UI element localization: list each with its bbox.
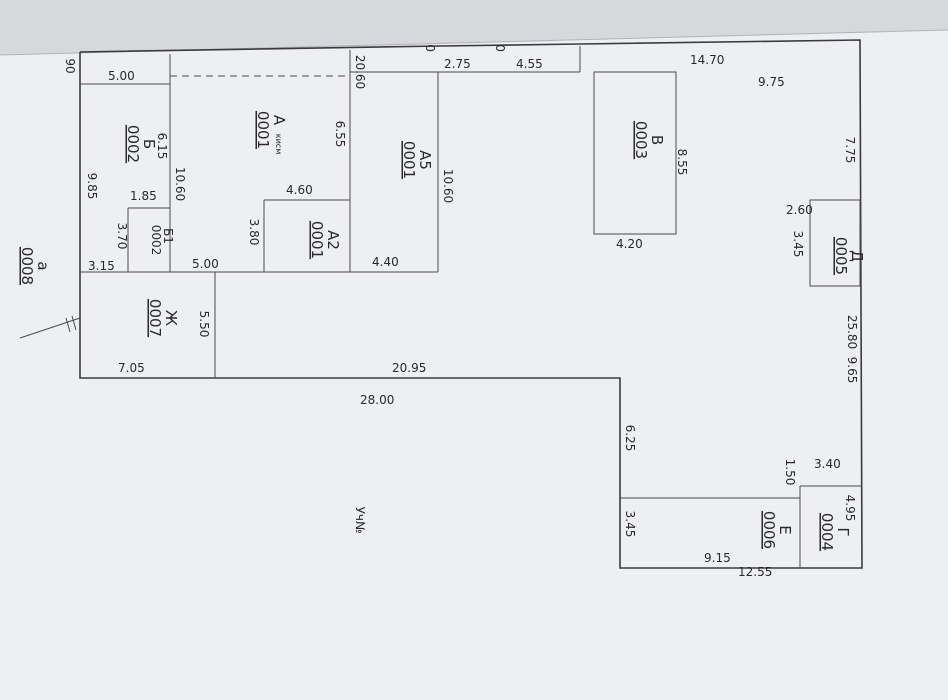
dimension-label: 28.00 — [360, 393, 394, 407]
dimension-label: 9.65 — [845, 357, 859, 384]
dimension-label: 20.60 — [353, 55, 367, 89]
dimension-label: 1.50 — [783, 459, 797, 486]
dimension-labels: 90 5.00 20.60 0 2.75 0 4.55 14.70 9.75 6… — [63, 44, 859, 579]
unit-letter: Б — [140, 139, 158, 149]
unit-b1: 0002 Б1 — [149, 225, 175, 256]
unit-g: 0004 Г — [818, 513, 852, 551]
unit-code: 0007 — [146, 299, 164, 337]
unit-code: 0004 — [818, 513, 836, 551]
dimension-label: 14.70 — [690, 53, 724, 67]
unit-code: 0003 — [632, 121, 650, 159]
outer-walls — [79, 39, 863, 569]
unit-letter: А — [270, 115, 288, 126]
dimension-label: 3.80 — [247, 219, 261, 246]
dimension-label: 7.75 — [843, 137, 857, 164]
dimension-label: 6.55 — [333, 121, 347, 148]
dimension-label: 10.60 — [173, 167, 187, 201]
unit-a5: 0001 А5 — [400, 141, 434, 179]
dimension-label: 1.85 — [130, 189, 157, 203]
unit-code: 0002 — [124, 125, 142, 163]
dimension-label: 9.75 — [758, 75, 785, 89]
unit-d: 0005 Д — [832, 237, 866, 275]
unit-letter: В — [648, 135, 666, 145]
dimension-label: 25.80 — [845, 315, 859, 349]
unit-letter: Г — [834, 527, 852, 536]
unit-zh: 0007 Ж — [146, 299, 180, 337]
unit-letter: Е — [776, 525, 794, 534]
dimension-label: 12.55 — [738, 565, 772, 579]
plot-label-group: Уч№ — [353, 507, 367, 534]
dimension-label: 2.60 — [786, 203, 813, 217]
dimension-label: 4.40 — [372, 255, 399, 269]
unit-a-lower: 0008 а — [18, 247, 52, 285]
dimension-label: 90 — [63, 58, 77, 73]
unit-letter: Б1 — [161, 228, 175, 244]
dimension-label: 9.85 — [85, 173, 99, 200]
unit-e: 0006 Е — [760, 511, 794, 549]
dimension-label: 7.05 — [118, 361, 145, 375]
unit-code: 0001 — [308, 221, 326, 259]
dimension-label: 0 — [493, 44, 507, 52]
dimension-label: 3.70 — [115, 223, 129, 250]
dimension-label: 5.00 — [192, 257, 219, 271]
unit-a2: 0001 А2 — [308, 221, 342, 259]
dimension-label: 4.95 — [843, 495, 857, 522]
unit-a: 0001 А кисм — [254, 111, 288, 154]
dimension-label: 3.40 — [814, 457, 841, 471]
dimension-label: 2.75 — [444, 57, 471, 71]
plot-label: Уч№ — [353, 507, 367, 534]
unit-b: 0002 Б — [124, 125, 158, 163]
dimension-label: 3.15 — [88, 259, 115, 273]
dimension-label: 3.45 — [623, 511, 637, 538]
dimension-label: 5.00 — [108, 69, 135, 83]
dimension-label: 10.60 — [441, 169, 455, 203]
dimension-label: 9.15 — [704, 551, 731, 565]
dimension-label: 8.55 — [675, 149, 689, 176]
unit-code: 0002 — [149, 225, 163, 256]
dimension-label: 3.45 — [791, 231, 805, 258]
unit-letter: А5 — [416, 150, 434, 170]
unit-code: 0001 — [254, 111, 272, 149]
dimension-label: 5.50 — [197, 311, 211, 338]
dimension-label: 6.25 — [623, 425, 637, 452]
unit-code: 0006 — [760, 511, 778, 549]
interior-walls — [19, 46, 862, 568]
unit-code: 0001 — [400, 141, 418, 179]
dimension-label: 20.95 — [392, 361, 426, 375]
unit-letter: а — [34, 261, 52, 270]
unit-v: 0003 В — [632, 121, 666, 159]
paper — [0, 30, 948, 700]
dimension-label: 4.55 — [516, 57, 543, 71]
unit-letter: Ж — [162, 310, 180, 326]
unit-code: 0008 — [18, 247, 36, 285]
dimension-label: 6.15 — [155, 133, 169, 160]
unit-note: кисм — [274, 134, 283, 154]
unit-code: 0005 — [832, 237, 850, 275]
unit-letter: А2 — [324, 230, 342, 250]
unit-letter: Д — [848, 250, 866, 262]
dimension-label: 4.20 — [616, 237, 643, 251]
unit-labels: 0001 А кисм 0002 Б 0002 Б1 0001 А5 0001 … — [18, 111, 866, 551]
dimension-label: 4.60 — [286, 183, 313, 197]
dimension-label: 0 — [423, 44, 437, 52]
